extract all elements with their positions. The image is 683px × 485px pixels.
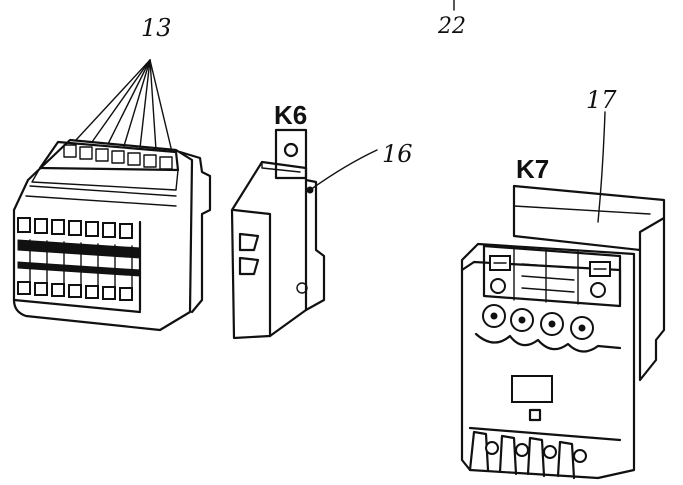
contactor-k7-drawing (460, 184, 666, 480)
callout-17: 17 (586, 86, 617, 114)
terminal-block-drawing (12, 138, 212, 332)
callout-16-dot (306, 186, 314, 194)
label-k7: K7 (516, 154, 549, 184)
label-k6: K6 (274, 100, 307, 130)
callout-13: 13 (141, 14, 172, 42)
callout-16-leader (309, 149, 378, 191)
callout-13-leaders (75, 59, 173, 153)
module-k6-drawing (230, 128, 326, 340)
callout-22: 22 (437, 14, 466, 39)
callout-16: 16 (382, 140, 413, 168)
callout-17-leader (597, 111, 606, 223)
